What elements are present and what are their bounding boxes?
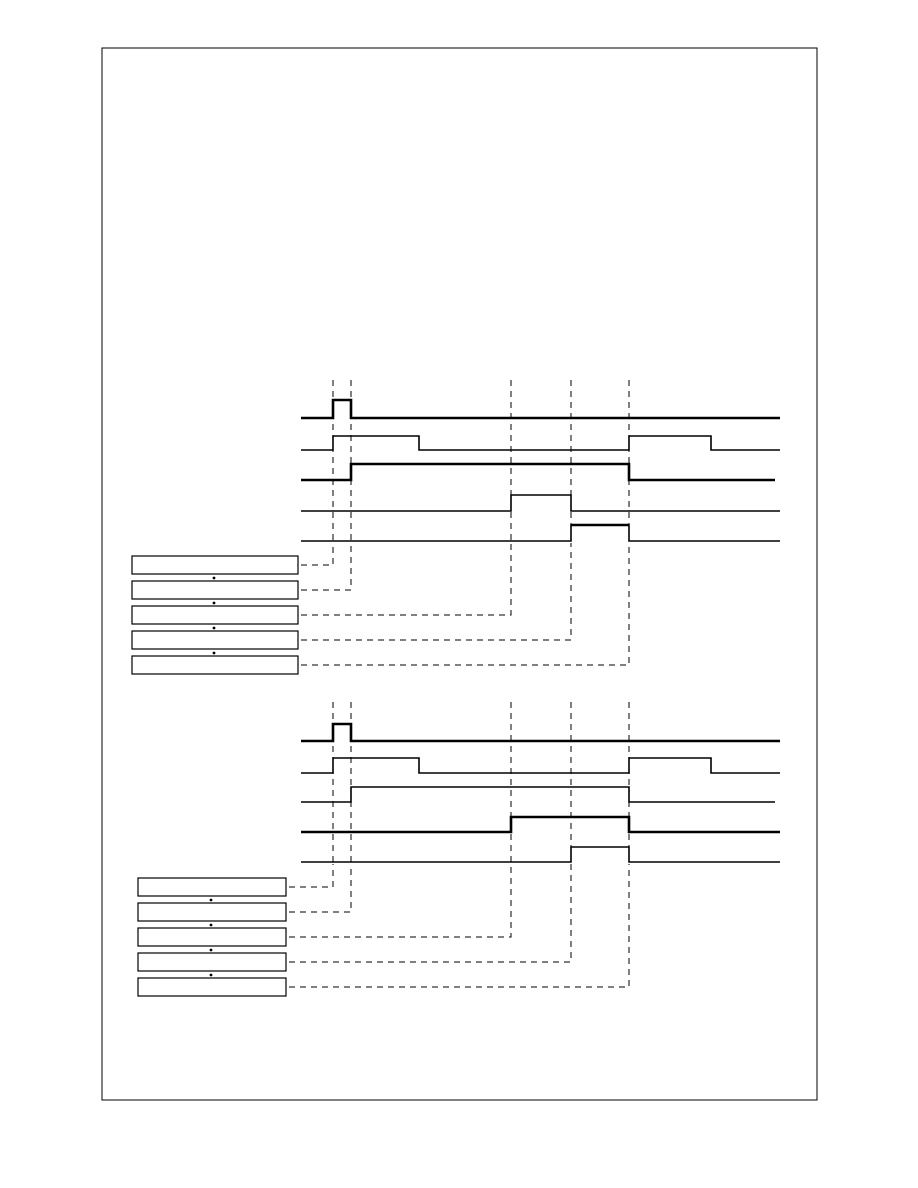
event-connector-line (289, 864, 334, 888)
signal-waveform-s1 (301, 722, 780, 743)
event-box (131, 555, 299, 575)
sequence-dot (209, 923, 213, 927)
event-connector-line (301, 543, 352, 591)
sequence-dot (209, 948, 213, 952)
sequence-dot (212, 651, 216, 655)
event-connector-line (301, 543, 572, 641)
signal-waveform-s3 (301, 462, 775, 482)
sequence-dot (209, 973, 213, 977)
sequence-dot (212, 626, 216, 630)
event-connector-line (301, 543, 334, 566)
event-box (131, 605, 299, 625)
event-box (137, 902, 287, 922)
signal-waveform-s4 (301, 494, 780, 512)
sequence-dot (209, 898, 213, 902)
signal-waveform-s4 (301, 815, 780, 834)
event-box (137, 952, 287, 972)
event-connector-line (301, 543, 630, 666)
sequence-dot (212, 601, 216, 605)
event-box (137, 877, 287, 897)
signal-waveform-s5 (301, 524, 780, 542)
signal-waveform-s2 (301, 435, 780, 451)
sequence-dot (212, 576, 216, 580)
event-box (137, 977, 287, 997)
page-frame (101, 47, 818, 1101)
event-connector-line (289, 864, 512, 938)
event-box (137, 927, 287, 947)
event-box (131, 630, 299, 650)
signal-waveform-s3 (301, 786, 775, 803)
event-connector-line (289, 864, 630, 988)
event-box (131, 580, 299, 600)
signal-waveform-s5 (301, 846, 780, 863)
lower-timing-diagram (137, 702, 780, 997)
event-connector-line (289, 864, 572, 963)
signal-waveform-s1 (301, 398, 780, 420)
signal-waveform-s2 (301, 757, 780, 774)
event-connector-line (289, 864, 352, 913)
event-connector-line (301, 543, 512, 616)
upper-timing-diagram (131, 380, 780, 675)
event-box (131, 655, 299, 675)
